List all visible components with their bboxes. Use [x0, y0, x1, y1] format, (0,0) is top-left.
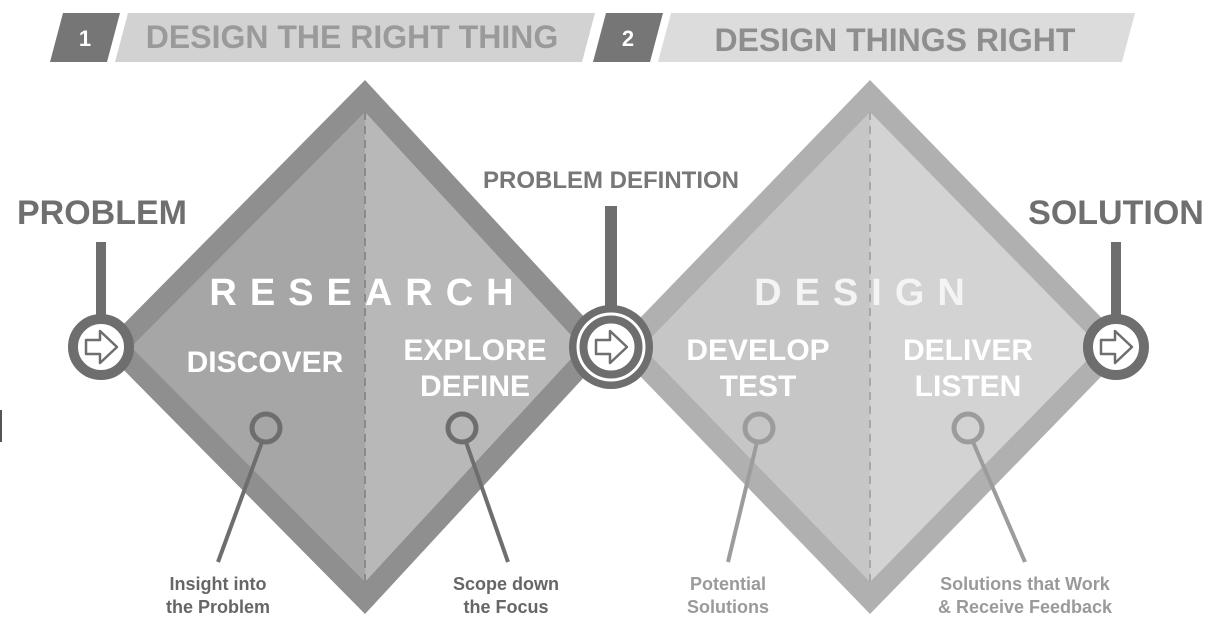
caption-define-line-1: Scope down: [453, 574, 559, 594]
header-step-2: 2 DESIGN THINGS RIGHT: [593, 13, 1135, 62]
ring-icon: [951, 411, 985, 445]
define-callout: [445, 411, 510, 563]
step-1-number-box: [50, 13, 120, 62]
problem-stem: [96, 242, 106, 320]
phase-deliver: DELIVER: [903, 334, 1033, 367]
caption-deliver-line-2: & Receive Feedback: [938, 597, 1113, 617]
problem-node: [68, 314, 134, 380]
right-arrow-icon: [84, 329, 119, 365]
solution-stem: [1111, 242, 1121, 320]
research-diamond-right-half: [365, 112, 582, 582]
caption-define-line-2: the Focus: [463, 597, 548, 617]
step-2-title: DESIGN THINGS RIGHT: [715, 22, 1076, 58]
ring-icon: [742, 411, 776, 445]
problem-definition-stem: [605, 206, 617, 306]
research-label: RESEARCH: [209, 272, 526, 314]
problem-definition-label: PROBLEM DEFINTION: [483, 167, 739, 194]
phase-explore: EXPLORE: [403, 334, 546, 367]
step-1-number: 1: [79, 26, 91, 51]
caption-discover-line-2: the Problem: [166, 597, 270, 617]
phase-define: DEFINE: [420, 370, 530, 403]
step-1-title-banner: [115, 13, 595, 62]
ring-icon: [249, 411, 283, 445]
right-arrow-icon: [594, 329, 629, 365]
design-diamond: [612, 80, 1130, 614]
design-label: DESIGN: [754, 272, 978, 314]
step-2-number: 2: [622, 26, 634, 51]
phase-discover: DISCOVER: [187, 346, 344, 379]
phase-listen: LISTEN: [915, 370, 1022, 403]
research-diamond: [101, 80, 612, 614]
design-diamond-left-half: [642, 112, 870, 582]
solution-node: [1083, 314, 1149, 380]
header-step-1: 1 DESIGN THE RIGHT THING: [50, 13, 595, 62]
edge-mark: [0, 410, 2, 442]
step-2-number-box: [593, 13, 663, 62]
solution-label: SOLUTION: [1028, 194, 1204, 232]
phase-develop: DEVELOP: [686, 334, 829, 367]
caption-develop-line-1: Potential: [690, 574, 766, 594]
develop-callout: [726, 411, 776, 563]
research-diamond-left-half: [131, 112, 365, 582]
caption-deliver-line-1: Solutions that Work: [940, 574, 1111, 594]
ring-icon: [445, 411, 479, 445]
caption-discover-line-1: Insight into: [170, 574, 267, 594]
problem-label: PROBLEM: [17, 194, 187, 232]
step-1-title: DESIGN THE RIGHT THING: [146, 19, 558, 55]
deliver-callout: [951, 411, 1027, 563]
caption-develop-line-2: Solutions: [687, 597, 769, 617]
problem-definition-node: [569, 305, 653, 389]
step-2-title-banner: [658, 13, 1135, 62]
design-diamond-right-half: [870, 112, 1100, 582]
phase-test: TEST: [720, 370, 797, 403]
right-arrow-icon: [1099, 329, 1134, 365]
discover-callout: [216, 411, 283, 563]
